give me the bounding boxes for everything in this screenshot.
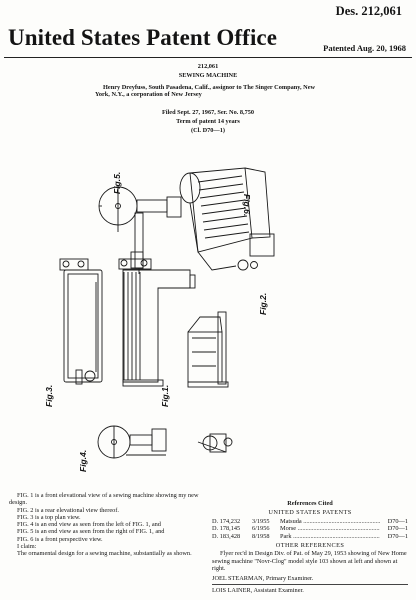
examiner-rule <box>212 584 408 585</box>
patent-drawing: Fig.5. Fig.6. Fig.3. Fig.1. Fig.2. Fig.4… <box>40 142 285 482</box>
desc-line: FIG. 6 is a front perspective view. <box>17 535 103 543</box>
claim-heading: I claim: <box>17 543 37 551</box>
office-title: United States Patent Office <box>8 25 278 50</box>
desc-line: FIG. 3 is a top plan view. <box>17 513 81 521</box>
inventor-assignee: Henry Dreyfuss, South Pasadena, Calif., … <box>95 84 316 99</box>
fig3-label: Fig.3. <box>44 384 54 407</box>
references-cited: References Cited UNITED STATES PATENTS D… <box>212 500 408 573</box>
fig5-label: Fig.5. <box>112 171 122 194</box>
primary-examiner: JOEL STEARMAN, Primary Examiner. <box>212 575 314 582</box>
other-references-heading: OTHER REFERENCES <box>275 542 345 550</box>
fig1-label: Fig.1. <box>160 384 170 407</box>
fig4-label: Fig.4. <box>78 449 88 472</box>
figure-descriptions: FIG. 1 is a front elevational view of a … <box>9 492 204 558</box>
classification: (Cl. D70—1) <box>191 127 225 134</box>
reference-row: D. 174,232 3/1955 Matsuda D70—1 <box>212 518 408 525</box>
fig6-drawing <box>179 167 275 271</box>
claim-text: The ornamental design for a sewing machi… <box>17 550 192 558</box>
filing-info: Filed Sept. 27, 1967, Ser. No. 8,750 <box>161 109 255 116</box>
fig5-drawing <box>98 186 182 274</box>
desc-line: FIG. 4 is an end view as seen from the l… <box>17 521 161 529</box>
desc-line: FIG. 2 is a rear elevational view thereo… <box>17 506 119 514</box>
us-patents-heading: UNITED STATES PATENTS <box>268 509 352 517</box>
patented-date: Patented Aug. 20, 1968 <box>323 43 406 53</box>
patent-term: Term of patent 14 years <box>176 118 240 125</box>
design-title: SEWING MACHINE <box>178 72 238 79</box>
assistant-examiner: LOIS LAINER, Assistant Examiner. <box>212 587 304 594</box>
fig3-drawing <box>59 258 103 385</box>
other-reference-text: Flyer rec'd in Design Div. of Pat. of Ma… <box>212 550 407 573</box>
patent-number: Des. 212,061 <box>335 4 402 18</box>
front-number: 212,061 <box>197 63 219 70</box>
header-rule <box>4 57 412 58</box>
fig1-drawing <box>118 258 196 387</box>
references-heading: References Cited <box>287 500 333 507</box>
desc-line: FIG. 5 is an end view as seen from the r… <box>17 528 165 536</box>
fig2-drawing <box>187 311 229 388</box>
fig2-label: Fig.2. <box>258 292 268 315</box>
desc-line: FIG. 1 is a front elevational view of a … <box>9 492 199 507</box>
fig6-label: Fig.6. <box>242 194 252 217</box>
reference-row: D. 178,145 6/1956 Morse D70—1 <box>212 525 408 532</box>
fig4-drawing <box>97 425 233 459</box>
reference-row: D. 183,428 8/1958 Park D70—1 <box>212 533 408 540</box>
